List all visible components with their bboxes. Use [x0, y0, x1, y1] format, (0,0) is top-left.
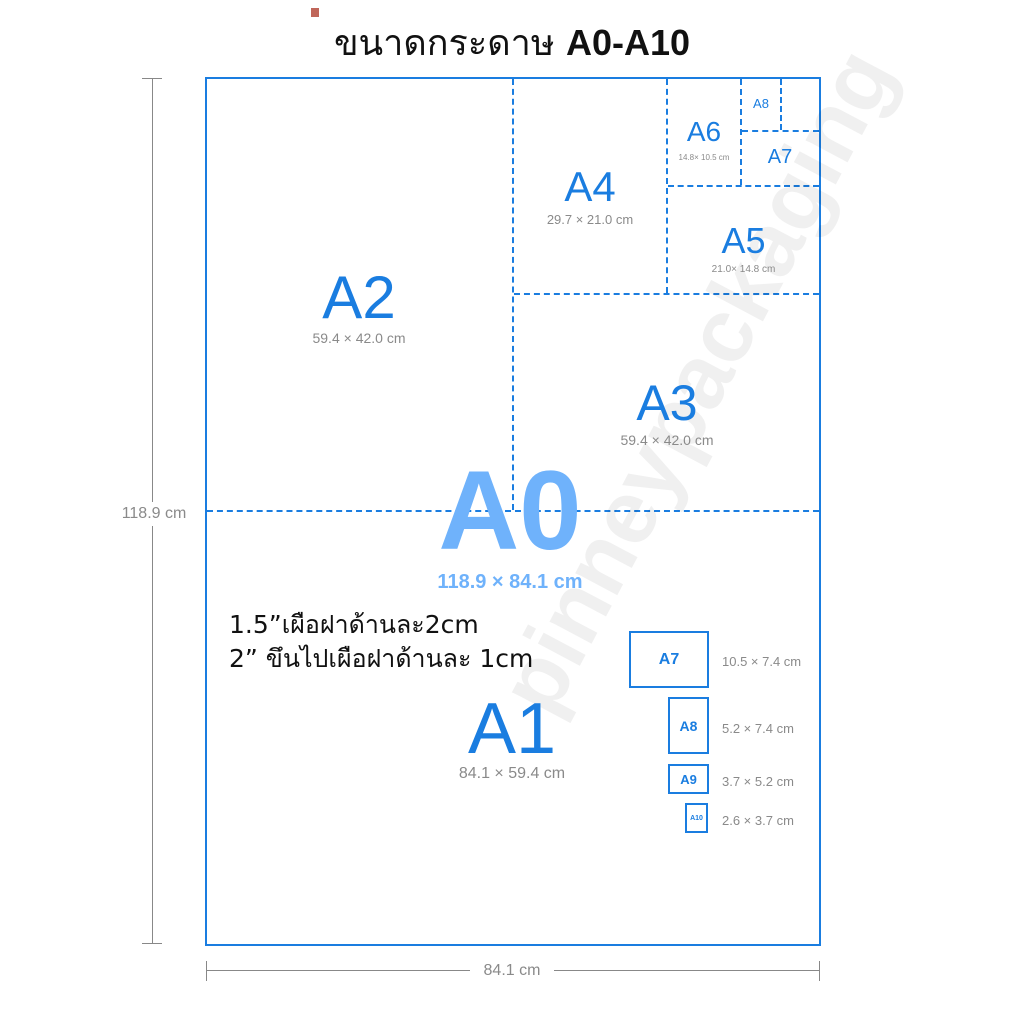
a2-dim: 59.4 × 42.0 cm	[312, 330, 406, 346]
a7-divider	[742, 130, 819, 132]
a6-divider	[740, 79, 742, 185]
a4-label: A4	[564, 163, 616, 210]
legend-a10-dim: 2.6 × 3.7 cm	[722, 813, 794, 828]
title-code: A0-A10	[566, 22, 691, 63]
note-line-2: 2” ขึนไปเผือฝาด้านละ 1cm	[229, 644, 534, 673]
a4-dim: 29.7 × 21.0 cm	[546, 212, 634, 227]
legend-a7-box: A7	[629, 631, 709, 688]
a1-label: A1	[467, 689, 557, 769]
a0-label: A0	[438, 448, 582, 573]
title-bullet	[311, 8, 319, 17]
a1-dim: 84.1 × 59.4 cm	[458, 765, 566, 782]
a7-label: A7	[767, 146, 793, 168]
a6-label: A6	[686, 116, 722, 147]
a8-divider	[780, 79, 782, 130]
a0-dim: 118.9 × 84.1 cm	[437, 571, 583, 593]
a2-divider	[512, 79, 514, 510]
a5-dim: 21.0× 14.8 cm	[711, 264, 776, 275]
a0-sheet	[205, 77, 821, 946]
legend-a8-box: A8	[668, 697, 709, 754]
a8-label: A8	[753, 96, 769, 111]
legend-a9-box: A9	[668, 764, 709, 794]
ruler-tick	[142, 943, 162, 944]
a1-divider	[207, 510, 819, 512]
a2-label: A2	[322, 264, 396, 331]
title-thai: ขนาดกระดาษ	[333, 23, 555, 64]
a5-label: A5	[721, 220, 766, 261]
ruler-tick	[142, 78, 162, 79]
page-title: ขนาดกระดาษ A0-A10	[0, 14, 1024, 71]
legend-a7-dim: 10.5 × 7.4 cm	[722, 654, 802, 669]
legend-a8-dim: 5.2 × 7.4 cm	[722, 721, 794, 736]
a3-label: A3	[636, 375, 698, 431]
width-label: 84.1 cm	[470, 962, 554, 980]
ruler-tick	[206, 961, 207, 981]
a5-divider	[668, 185, 819, 187]
a4-divider	[666, 79, 668, 293]
ruler-tick	[819, 961, 820, 981]
legend-a10-box: A10	[685, 803, 708, 833]
height-label: 118.9 cm	[112, 502, 196, 526]
note-line-1: 1.5”เผือฝาด้านละ2cm	[229, 610, 479, 639]
a6-dim: 14.8× 10.5 cm	[678, 153, 730, 162]
legend-a9-dim: 3.7 × 5.2 cm	[722, 774, 794, 789]
a3-divider	[514, 293, 819, 295]
a3-dim: 59.4 × 42.0 cm	[620, 432, 714, 448]
